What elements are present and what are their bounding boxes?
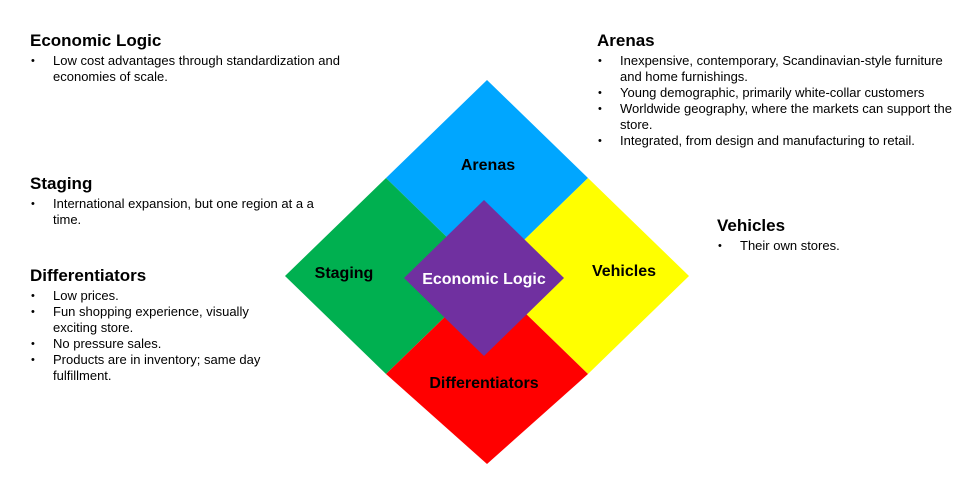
- arenas-list: Inexpensive, contemporary, Scandinavian-…: [597, 53, 967, 149]
- vehicles-heading: Vehicles: [717, 216, 786, 235]
- bullet-item: Worldwide geography, where the markets c…: [597, 101, 967, 133]
- differentiators-quadrant: [386, 276, 588, 464]
- bullet-item: Their own stores.: [717, 238, 957, 254]
- staging-heading: Staging: [30, 174, 93, 193]
- economic-logic-block: Economic Logic Low cost advantages throu…: [30, 31, 380, 85]
- staging-block: Staging International expansion, but one…: [30, 174, 340, 228]
- bullet-item: Fun shopping experience, visually exciti…: [30, 304, 290, 336]
- bullet-item: Young demographic, primarily white-colla…: [597, 85, 967, 101]
- vehicles-list: Their own stores.: [717, 238, 957, 254]
- bullet-item: Low prices.: [30, 288, 290, 304]
- economic-logic-heading: Economic Logic: [30, 31, 162, 50]
- differentiators-label: Differentiators: [429, 375, 538, 392]
- bullet-item: International expansion, but one region …: [30, 196, 340, 228]
- staging-list: International expansion, but one region …: [30, 196, 340, 228]
- differentiators-block: Differentiators Low prices. Fun shopping…: [30, 266, 290, 384]
- arenas-heading: Arenas: [597, 31, 655, 50]
- vehicles-block: Vehicles Their own stores.: [717, 216, 957, 254]
- differentiators-heading: Differentiators: [30, 266, 147, 285]
- bullet-item: Products are in inventory; same day fulf…: [30, 352, 290, 384]
- economic-logic-center-label: Economic Logic: [422, 271, 546, 288]
- bullet-item: Inexpensive, contemporary, Scandinavian-…: [597, 53, 967, 85]
- arenas-label: Arenas: [461, 157, 515, 174]
- economic-logic-list: Low cost advantages through standardizat…: [30, 53, 380, 85]
- vehicles-label: Vehicles: [592, 263, 656, 280]
- differentiators-list: Low prices. Fun shopping experience, vis…: [30, 288, 290, 384]
- bullet-item: Integrated, from design and manufacturin…: [597, 133, 967, 149]
- economic-logic-center: [404, 200, 564, 356]
- bullet-item: Low cost advantages through standardizat…: [30, 53, 380, 85]
- staging-label: Staging: [315, 265, 374, 282]
- arenas-block: Arenas Inexpensive, contemporary, Scandi…: [597, 31, 967, 149]
- bullet-item: No pressure sales.: [30, 336, 290, 352]
